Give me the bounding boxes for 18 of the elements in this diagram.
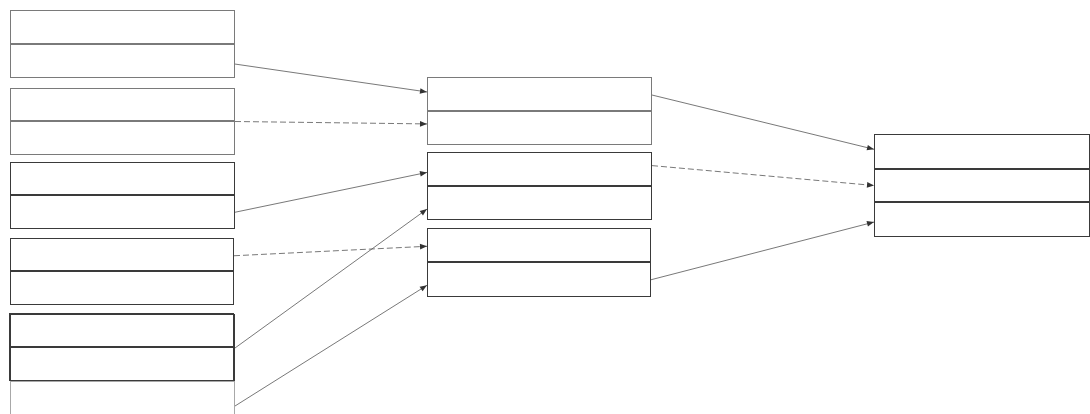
record-table xyxy=(874,134,1090,237)
table-row xyxy=(9,121,235,155)
table-row xyxy=(426,76,652,111)
record-table xyxy=(10,314,235,382)
record-table xyxy=(10,162,235,229)
record-table xyxy=(427,77,652,145)
table-row xyxy=(9,87,235,121)
record-table xyxy=(10,88,235,155)
record-table xyxy=(427,228,651,297)
table-row xyxy=(873,133,1090,169)
record-table xyxy=(10,10,235,78)
table-row xyxy=(873,202,1090,237)
table-row xyxy=(9,313,235,348)
table-row xyxy=(426,110,652,145)
table-row xyxy=(873,168,1090,203)
table-row xyxy=(9,347,235,382)
record-table xyxy=(10,238,234,305)
record-table xyxy=(427,152,652,220)
